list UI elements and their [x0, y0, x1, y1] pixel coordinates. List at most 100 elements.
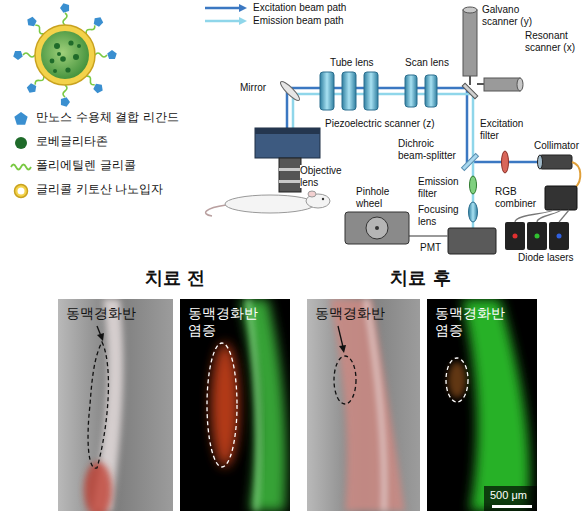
photo-before-part	[88, 342, 108, 468]
scan-lens-part	[405, 75, 417, 107]
part-label: Pinhole wheel	[356, 186, 402, 209]
fluorescence-after-part	[492, 505, 532, 508]
beam-sample	[205, 7, 241, 10]
legend-text: Excitation beam path	[253, 2, 346, 14]
tube-lens-part	[342, 72, 356, 110]
panel-group: 치료 후동맥경화반동맥경화반 염증	[303, 262, 538, 514]
tube-lens-part	[320, 72, 334, 110]
legend-swatch	[203, 2, 249, 14]
nanoparticle-part	[57, 52, 61, 56]
legend-item: 로베글리타존	[36, 135, 108, 149]
legend-text: 로베글리타존	[36, 135, 108, 149]
part-label: Dichroic beam-splitter	[398, 138, 462, 161]
focusing-lens	[469, 202, 478, 222]
photo-before-part	[84, 462, 112, 511]
pmt-part	[448, 228, 496, 254]
rgb-combiner	[545, 186, 577, 210]
nanoparticle-part-part	[61, 97, 70, 107]
fluorescence-before-part	[211, 343, 239, 467]
mouse-part	[308, 191, 316, 197]
fluorescence-before-part	[248, 299, 259, 511]
nanoparticle-part-part	[95, 53, 107, 57]
diode-lasers-part	[537, 210, 561, 222]
nanoparticle-part-part	[13, 51, 23, 60]
collimator-part	[540, 155, 572, 169]
resonant-scanner-part	[517, 78, 523, 91]
photo-after-part	[338, 326, 343, 347]
panel-heading: 치료 후	[303, 266, 538, 289]
diode-lasers-part	[535, 234, 540, 239]
nanoparticle-part	[53, 69, 57, 73]
nanoparticle-part-part	[107, 50, 117, 59]
peg-symbol	[11, 165, 31, 170]
piezo-scanner	[255, 128, 320, 158]
nanoparticle-part	[65, 67, 70, 72]
nanoparticle-part-part	[63, 85, 67, 97]
legend-text: 글리콜 키토산 나노입자	[36, 183, 163, 197]
part-label: Piezoelectric scanner (z)	[325, 118, 434, 130]
nanoparticle	[13, 3, 117, 107]
panel-heading: 치료 전	[55, 266, 295, 289]
photo-after-part	[334, 356, 356, 404]
fluorescence-before-part	[207, 343, 237, 467]
piezo-scanner-part	[255, 128, 320, 158]
panel-label: 동맥경화반 염증	[188, 305, 274, 339]
photo-after-part	[330, 299, 405, 511]
resonant-scanner-part	[484, 78, 520, 91]
pinhole-wheel-part	[375, 226, 379, 230]
part-label: Objective lens	[300, 165, 350, 188]
fluorescence-after-part	[446, 358, 468, 402]
nanoparticle-part	[60, 56, 66, 62]
panel-label: 동맥경화반	[66, 305, 165, 322]
nanoparticle-part-part	[92, 81, 105, 94]
objective-lens	[279, 158, 301, 192]
ligand-symbol	[14, 112, 27, 125]
nanoparticle-symbol	[15, 185, 28, 198]
scale-bar-label: 500 μm	[490, 489, 527, 502]
part-label: Galvano scanner (y)	[482, 4, 538, 27]
nanoparticle-part-part	[26, 82, 39, 95]
legend-swatch	[10, 109, 32, 127]
pinhole-wheel-part	[409, 235, 448, 237]
fluorescence-after-part	[427, 299, 537, 511]
image-panel: 동맥경화반 염증	[180, 299, 290, 511]
nanoparticle-part	[13, 51, 35, 60]
part-label: PMT	[420, 242, 441, 254]
galvano-scanner-part	[469, 76, 471, 85]
resonant-scanner-part	[477, 83, 484, 85]
nanoparticle-symbol	[18, 188, 25, 195]
photo-before	[58, 299, 173, 511]
diode-lasers	[505, 210, 569, 250]
dichroic-beam-splitter-part	[462, 154, 479, 171]
part-label: Resonant scanner (x)	[525, 30, 581, 53]
nanoparticle-part	[41, 31, 89, 79]
legend-swatch	[10, 157, 32, 175]
rgb-combiner-part	[545, 186, 577, 210]
part-label: Excitation filter	[480, 118, 532, 141]
nanoparticle-part	[77, 44, 81, 48]
beam-arrowhead	[239, 4, 247, 12]
nanoparticle-part-part	[25, 16, 38, 29]
legend-item: Excitation beam path	[253, 2, 346, 14]
image-panel: 동맥경화반	[58, 299, 173, 511]
pmt	[448, 228, 496, 254]
nanoparticle-part	[50, 59, 55, 64]
galvano-scanner	[462, 7, 478, 99]
diode-lasers-part	[527, 222, 547, 250]
diode-lasers-part	[559, 210, 569, 222]
diode-lasers-part	[513, 234, 518, 239]
legend-swatch	[10, 181, 32, 199]
photo-after-part	[366, 299, 384, 511]
fluorescence-after-part	[462, 299, 530, 511]
collimator-part	[538, 155, 543, 169]
legend-swatch	[10, 133, 32, 151]
part-label: Scan lens	[405, 57, 449, 69]
photo-after-part	[307, 299, 420, 511]
legend-text: Emission beam path	[253, 15, 344, 27]
beam-arrowhead	[239, 17, 247, 25]
photo-before-part	[97, 333, 104, 341]
mouse-part	[322, 198, 324, 200]
nanoparticle-part-part	[91, 15, 104, 28]
nanoparticle-part-part	[23, 53, 35, 57]
fluorescence-after-part	[484, 486, 537, 511]
